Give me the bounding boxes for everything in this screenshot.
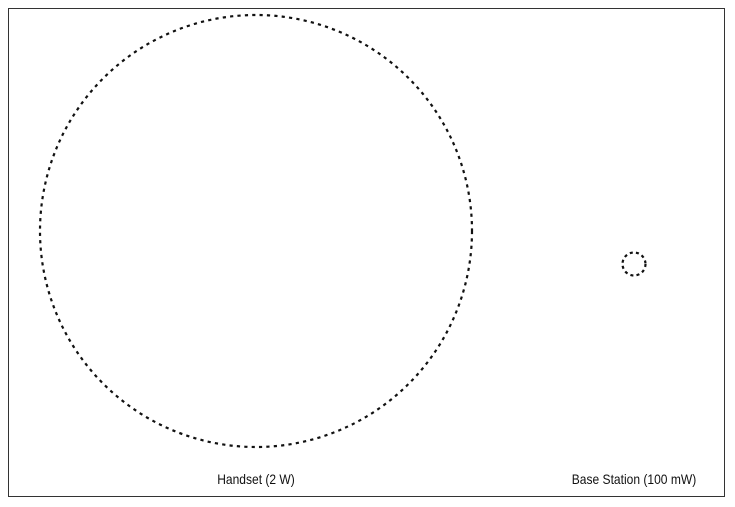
base-station-label: Base Station (100 mW) bbox=[571, 471, 697, 487]
base-station-power-circle bbox=[621, 251, 647, 277]
handset-power-circle bbox=[38, 13, 474, 449]
handset-label: Handset (2 W) bbox=[217, 471, 295, 487]
